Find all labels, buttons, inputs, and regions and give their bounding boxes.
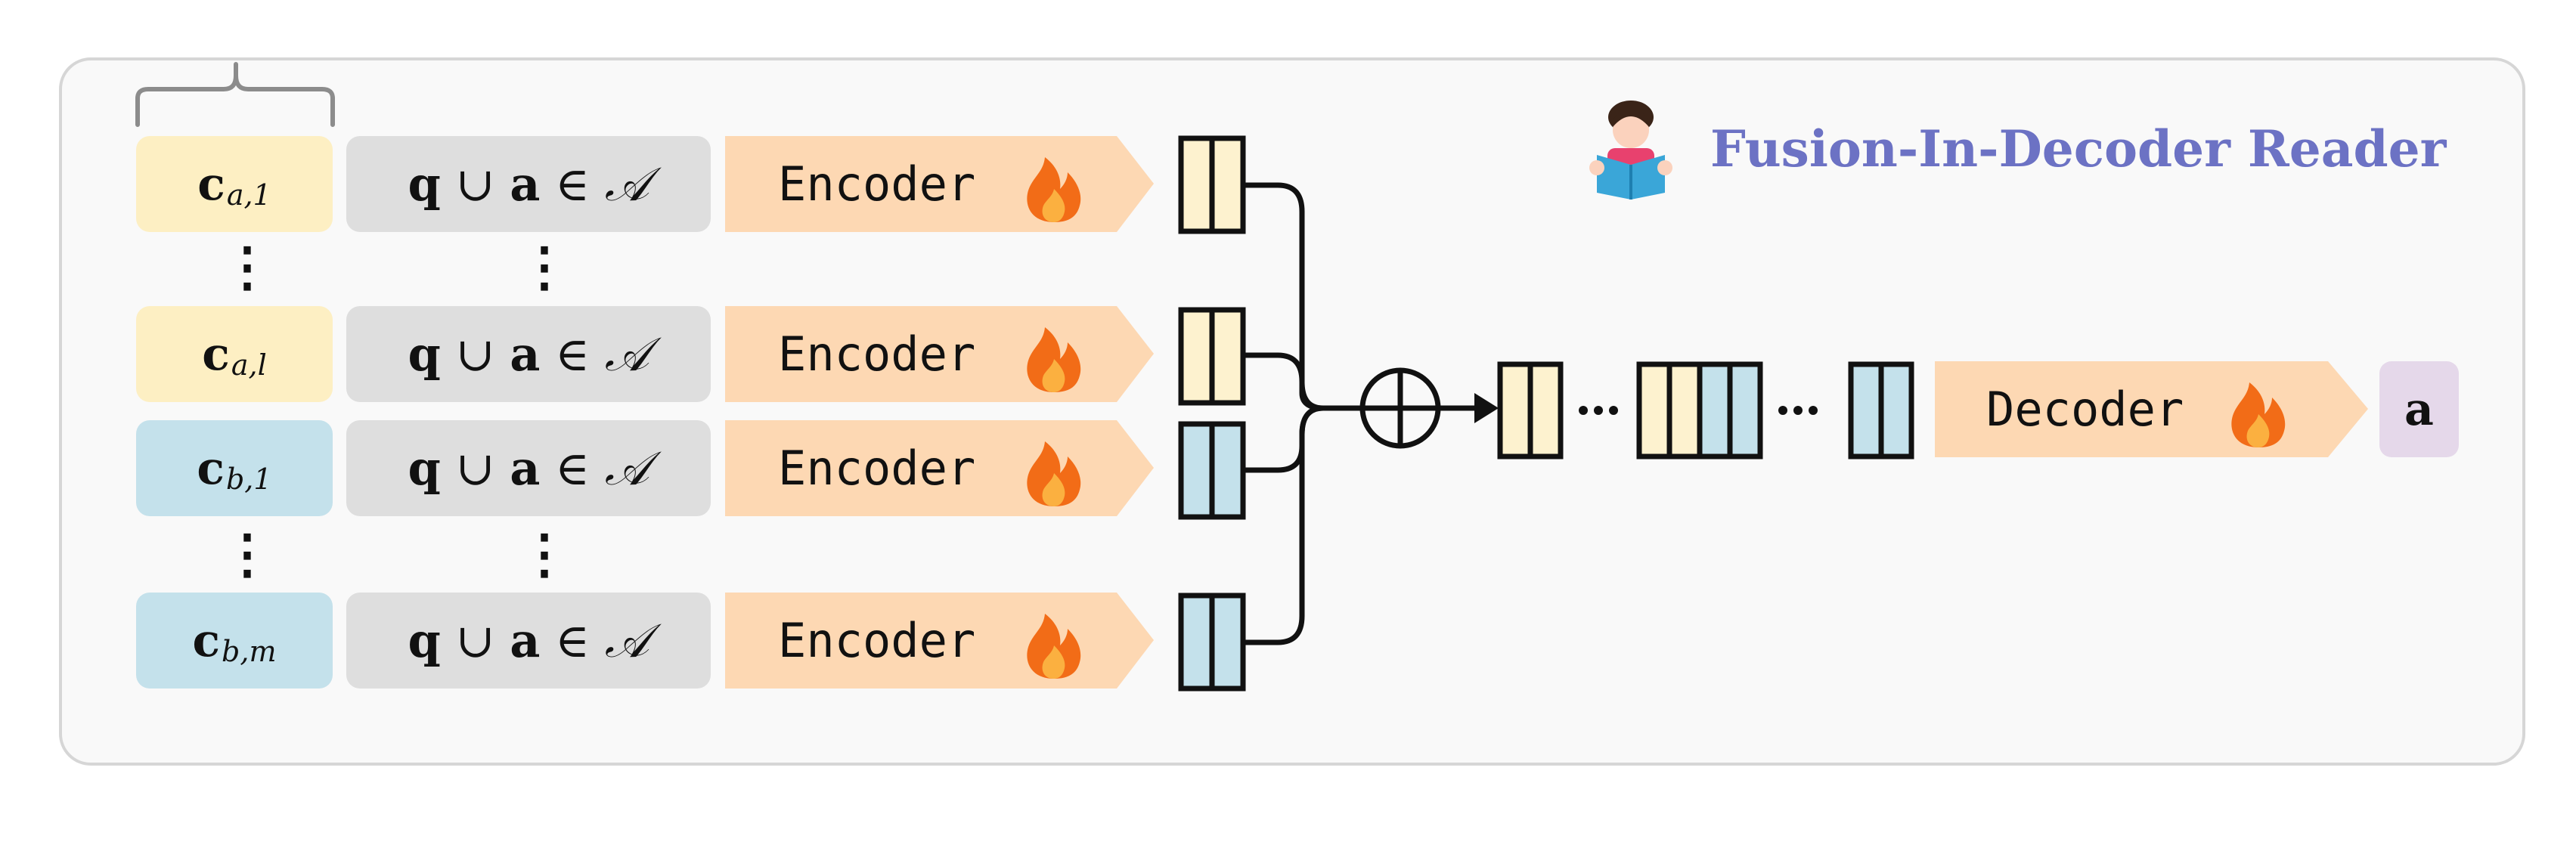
context-var: c (192, 614, 221, 667)
decoder-block: Decoder (1935, 361, 2368, 457)
encoder-block: Encoder (725, 420, 1154, 516)
encoder-block: Encoder (725, 593, 1154, 689)
union-operator: ∪ (440, 326, 510, 382)
query-box: q ∪ a ∈ 𝒜 (346, 420, 711, 516)
answer-symbol: a (510, 441, 541, 496)
answer-symbol: a (510, 326, 541, 382)
reader-icon (1589, 101, 1672, 200)
decoder-label: Decoder (1986, 382, 2184, 437)
element-operator: ∈ (540, 326, 605, 382)
flame-icon (1027, 157, 1081, 222)
arrow-head (1474, 393, 1499, 423)
union-operator: ∪ (440, 441, 510, 496)
panel-background (59, 57, 2525, 766)
element-operator: ∈ (540, 441, 605, 496)
encoder-label: Encoder (778, 326, 976, 382)
vertical-ellipsis: ⋮ (518, 522, 571, 585)
flame-icon (1027, 441, 1081, 506)
context-subscript: b,m (222, 634, 277, 668)
answer-symbol: a (510, 613, 541, 668)
element-operator: ∈ (540, 613, 605, 668)
answer-set-symbol: 𝒜 (604, 612, 649, 668)
context-subscript: a,1 (226, 178, 271, 212)
answer-set-symbol: 𝒜 (604, 440, 649, 496)
encoder-output-vector (1178, 421, 1246, 520)
context-var: c (197, 157, 225, 211)
vertical-ellipsis: ⋮ (221, 235, 274, 298)
fused-vector-start (1497, 361, 1564, 460)
curly-brace-icon (135, 62, 335, 127)
encoder-block: Encoder (725, 306, 1154, 402)
context-var: c (197, 441, 225, 495)
flame-icon (2231, 382, 2286, 447)
encoder-output-vector (1178, 593, 1246, 692)
query-symbol: q (408, 156, 441, 212)
flame-icon (1027, 614, 1081, 679)
context-var: c (202, 327, 230, 381)
vertical-ellipsis: ⋮ (518, 235, 571, 298)
fused-vector-middle (1636, 361, 1763, 460)
fused-vector-end (1848, 361, 1914, 460)
element-operator: ∈ (540, 156, 605, 212)
answer-set-symbol: 𝒜 (604, 326, 649, 382)
encoder-label: Encoder (778, 156, 976, 212)
horizontal-ellipsis (1579, 406, 1818, 415)
flame-icon (1027, 327, 1081, 392)
context-subscript: a,l (231, 348, 267, 382)
query-symbol: q (408, 441, 441, 496)
query-box: q ∪ a ∈ 𝒜 (346, 306, 711, 402)
answer-set-symbol: 𝒜 (604, 156, 649, 212)
context-subscript: b,1 (225, 462, 272, 496)
encoder-output-vector (1178, 307, 1246, 406)
answer-box: a (2379, 361, 2459, 457)
encoder-block: Encoder (725, 136, 1154, 232)
diagram-title: Fusion-In-Decoder Reader (1710, 119, 2447, 178)
query-symbol: q (408, 613, 441, 668)
union-operator: ∪ (440, 156, 510, 212)
vertical-ellipsis: ⋮ (221, 522, 274, 585)
encoder-label: Encoder (778, 613, 976, 668)
query-symbol: q (408, 326, 441, 382)
answer-symbol: a (510, 156, 541, 212)
query-box: q ∪ a ∈ 𝒜 (346, 593, 711, 689)
encoder-label: Encoder (778, 441, 976, 496)
plus-circle-icon (1359, 367, 1441, 449)
query-box: q ∪ a ∈ 𝒜 (346, 136, 711, 232)
encoder-output-vector (1178, 135, 1246, 234)
merge-connectors (1243, 182, 1361, 645)
union-operator: ∪ (440, 613, 510, 668)
